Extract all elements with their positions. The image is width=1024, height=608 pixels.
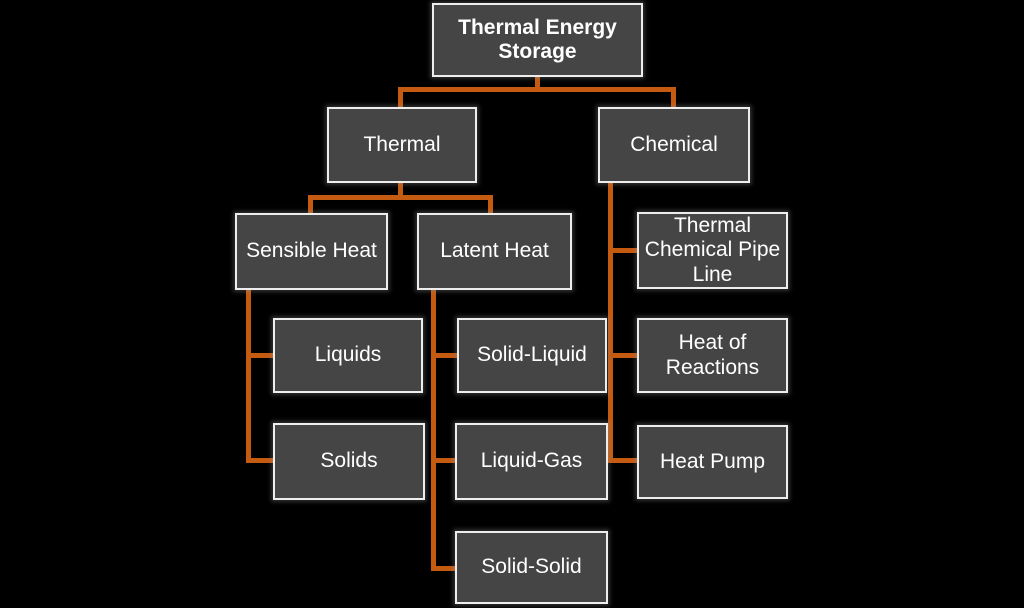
connector-thermal-stem [398,180,403,197]
connector-drop-sensible-heat [308,195,313,215]
node-heat-of-reactions: Heat of Reactions [637,318,788,393]
node-liquid-gas: Liquid-Gas [455,423,608,500]
connector-stub-thermal-chemical-pipe-line [608,248,639,253]
connector-chemical-rail [608,180,613,463]
node-label: Chemical [630,132,718,156]
node-label: Liquids [314,343,382,367]
connector-stub-heat-pump [608,458,639,463]
connector-level2-bar [308,195,493,200]
connector-latent-rail [431,288,436,571]
node-thermal-chemical-pipe-line: Thermal Chemical Pipe Line [637,212,788,289]
connector-drop-thermal [398,87,403,109]
node-label: Latent Heat [440,239,549,263]
node-solid-liquid: Solid-Liquid [457,318,607,393]
node-label: Heat of Reactions [665,331,760,379]
connector-sensible-rail [246,288,251,463]
node-solid-solid: Solid-Solid [455,531,608,604]
node-label: Liquid-Gas [480,449,583,473]
node-label: Heat Pump [659,449,766,473]
node-label: Sensible Heat [246,239,377,263]
connector-stub-solids [246,458,275,463]
connector-stub-liquids [246,353,275,358]
node-label: Solids [320,449,378,473]
connector-stub-heat-of-reactions [608,353,639,358]
connector-stub-solid-solid [431,566,457,571]
connector-drop-chemical [671,87,676,109]
connector-level1-bar [398,87,676,92]
node-thermal: Thermal [327,107,477,183]
node-label: Thermal Chemical Pipe Line [644,214,781,286]
node-label: Thermal Energy Storage [458,15,617,63]
connector-stub-liquid-gas [431,458,457,463]
node-liquids: Liquids [273,318,423,393]
node-label: Thermal [363,132,441,156]
connector-stub-solid-liquid [431,353,459,358]
node-chemical: Chemical [598,107,750,183]
node-solids: Solids [273,423,425,500]
node-label: Solid-Solid [481,555,582,579]
node-latent-heat: Latent Heat [417,213,572,290]
connector-drop-latent-heat [488,195,493,215]
node-label: Solid-Liquid [477,343,587,367]
connector-root-stem [535,75,540,91]
node-thermal-energy-storage: Thermal Energy Storage [432,3,643,77]
node-sensible-heat: Sensible Heat [235,213,388,290]
node-heat-pump: Heat Pump [637,425,788,499]
